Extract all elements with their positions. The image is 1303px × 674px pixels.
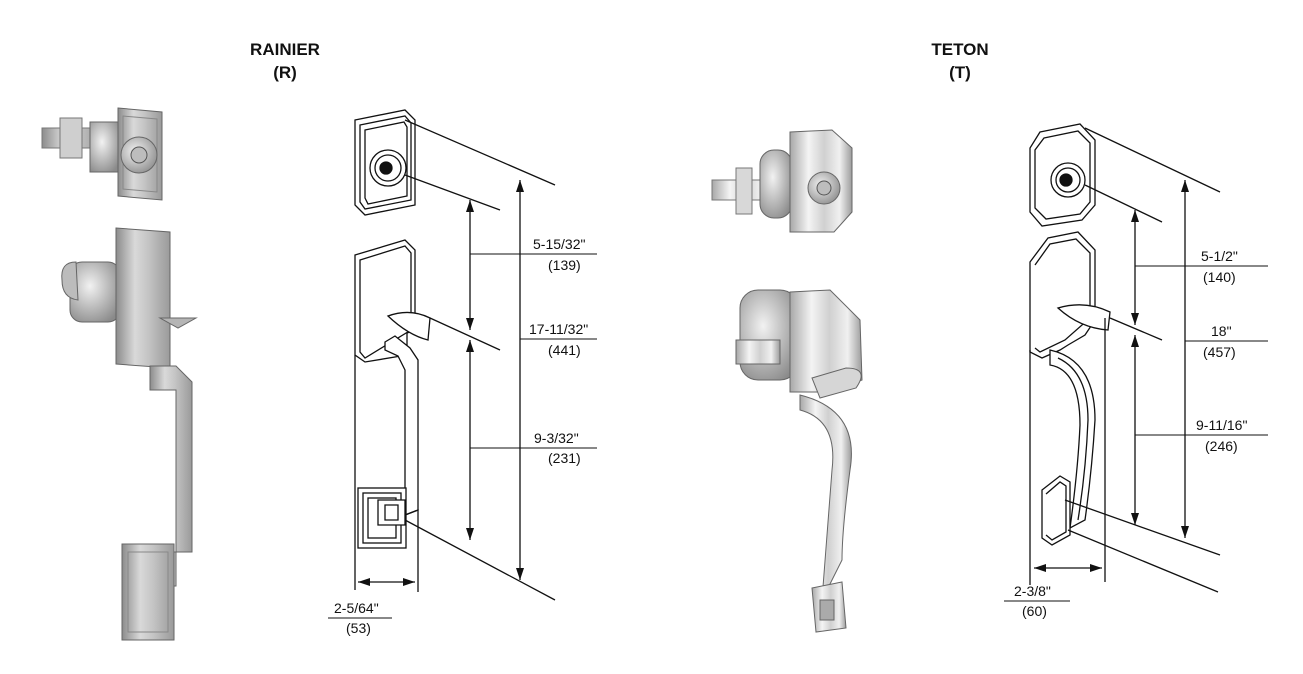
rainier-dim-handle-imperial: 9-3/32" [534,430,579,446]
rainier-dim-overall-metric: (441) [548,342,581,358]
teton-handleset-photo [735,289,863,633]
teton-line-drawing [1029,123,1221,593]
teton-dim-handle-metric: (246) [1205,438,1238,454]
teton-dimension-arrows [1034,180,1189,572]
teton-title: TETON (T) [910,38,1010,84]
rainier-dimension-labels: 5-15/32" (139) 17-11/32" (441) 9-3/32" (… [334,236,588,636]
teton-dim-overall-metric: (457) [1203,344,1236,360]
teton-dimension-leaders [1004,265,1268,602]
rainier-code: (R) [273,63,297,82]
rainier-dimension-leaders [328,253,597,619]
teton-dim-deadbolt-imperial: 5-1/2" [1201,248,1238,264]
rainier-dim-deadbolt-metric: (139) [548,257,581,273]
teton-dim-handle-imperial: 9-11/16" [1196,417,1247,433]
rainier-deadbolt-outline [354,109,416,216]
teton-code: (T) [949,63,971,82]
rainier-deadbolt-photo [41,107,163,201]
teton-dim-width-metric: (60) [1022,603,1047,619]
teton-photo [711,129,863,633]
rainier-dimension-arrows [358,180,524,586]
teton-handleset-outline [1029,231,1111,546]
teton-dim-width-imperial: 2-3/8" [1014,583,1051,599]
rainier-name: RAINIER [250,40,320,59]
rainier-photo [41,107,198,641]
teton-dim-overall-imperial: 18" [1211,323,1232,339]
rainier-handleset-photo [61,227,198,641]
rainier-dim-handle-metric: (231) [548,450,581,466]
rainier-handleset-outline [354,239,431,549]
teton-name: TETON [931,40,989,59]
rainier-dim-width-imperial: 2-5/64" [334,600,379,616]
teton-dim-deadbolt-metric: (140) [1203,269,1236,285]
teton-deadbolt-photo [711,129,853,233]
rainier-dim-width-metric: (53) [346,620,371,636]
teton-dimension-labels: 5-1/2" (140) 18" (457) 9-11/16" (246) 2-… [1014,248,1247,619]
rainier-title: RAINIER (R) [230,38,340,84]
rainier-dim-overall-imperial: 17-11/32" [529,321,588,337]
rainier-dim-deadbolt-imperial: 5-15/32" [533,236,585,252]
rainier-line-drawing [354,109,556,601]
teton-deadbolt-outline [1029,123,1096,227]
